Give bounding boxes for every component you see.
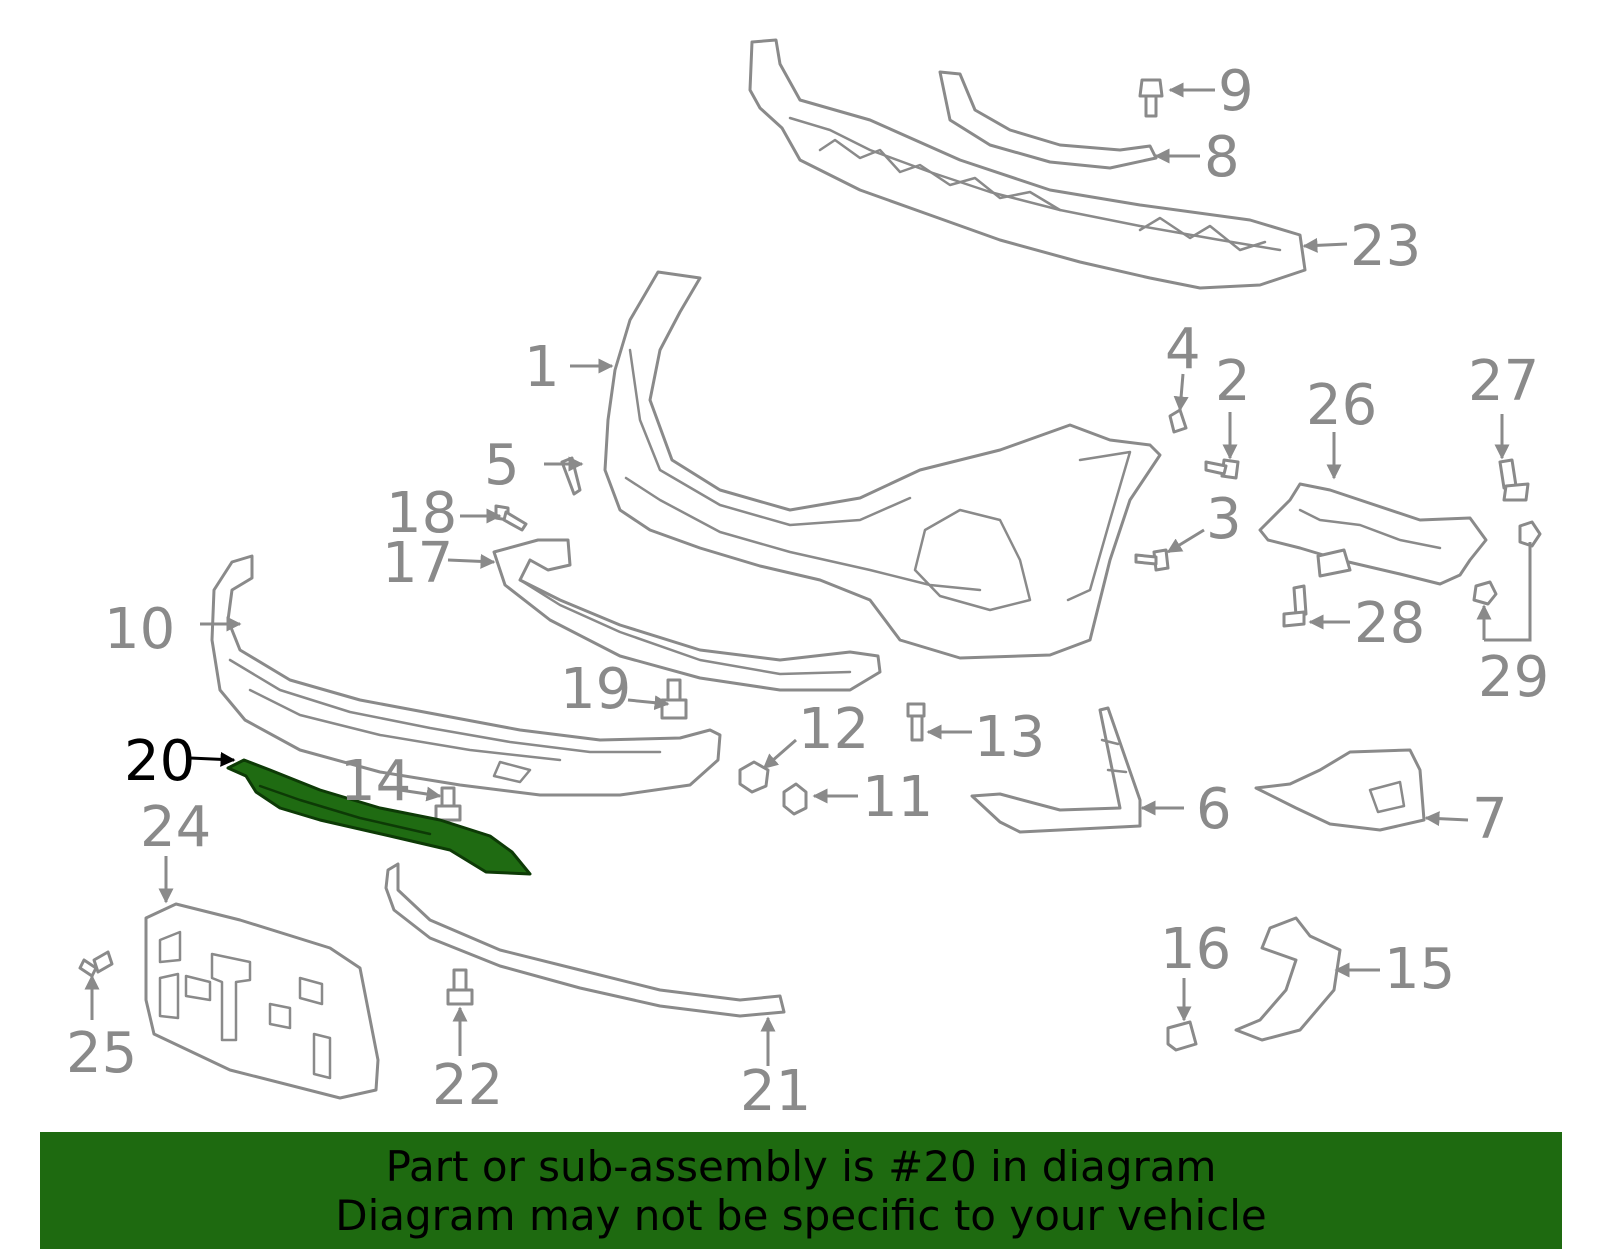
callout-labels: 9 8 23 1 4 2 3 5 18 17 10 19 12 13 11 14…: [66, 59, 1549, 1124]
part-13-bolt: [906, 702, 926, 742]
callout-8: 8: [1204, 125, 1240, 190]
part-25-push-pin: [78, 950, 114, 978]
callout-21: 21: [740, 1059, 811, 1124]
part-21-lower-strip: [384, 862, 786, 1018]
callout-arrows: [84, 82, 1532, 1066]
callout-9: 9: [1218, 59, 1254, 124]
info-banner: Part or sub-assembly is #20 in diagram D…: [40, 1132, 1562, 1249]
part-17-support: [492, 538, 882, 692]
part-28-bolt: [1282, 584, 1308, 628]
callout-11: 11: [862, 765, 933, 830]
callout-22: 22: [432, 1053, 503, 1118]
callout-17: 17: [382, 531, 453, 596]
callout-24: 24: [140, 795, 211, 860]
part-8-upper-strip: [938, 70, 1158, 170]
part-24-license-bracket: [144, 902, 380, 1100]
callout-12: 12: [798, 697, 869, 762]
callout-26: 26: [1306, 373, 1377, 438]
part-1-bumper-cover: [603, 270, 1162, 660]
part-15-bracket: [1234, 916, 1342, 1042]
part-12-nut: [738, 760, 770, 794]
callout-15: 15: [1384, 937, 1455, 1002]
part-7-trim: [1254, 748, 1426, 832]
part-4-clip: [1168, 408, 1188, 434]
banner-line-1: Part or sub-assembly is #20 in diagram: [385, 1142, 1217, 1191]
callout-14: 14: [340, 749, 411, 814]
callout-5: 5: [484, 433, 520, 498]
callout-25: 25: [66, 1021, 137, 1086]
callout-23: 23: [1350, 214, 1421, 279]
part-14-bolt: [434, 786, 462, 822]
callout-10: 10: [104, 597, 175, 662]
callout-4: 4: [1165, 317, 1201, 382]
callout-2: 2: [1215, 349, 1251, 414]
part-19-bolt: [660, 678, 688, 720]
callout-7: 7: [1472, 787, 1508, 852]
banner-line-2: Diagram may not be specific to your vehi…: [335, 1191, 1267, 1240]
callout-1: 1: [524, 335, 560, 400]
part-20-deflector: [226, 758, 532, 876]
part-9-bolt: [1138, 78, 1164, 118]
parts-diagram: 9 8 23 1 4 2 3 5 18 17 10 19 12 13 11 14…: [66, 38, 1549, 1124]
part-23-absorber: [748, 38, 1307, 290]
part-16-clip: [1166, 1020, 1198, 1052]
part-27-bolt: [1498, 458, 1530, 502]
callout-29: 29: [1478, 645, 1549, 710]
callout-16: 16: [1160, 917, 1231, 982]
callout-18: 18: [386, 481, 457, 546]
callout-28: 28: [1354, 591, 1425, 656]
part-11-nut: [782, 782, 808, 816]
part-26-bracket: [1258, 482, 1488, 586]
callout-27: 27: [1468, 349, 1539, 414]
part-18-bolt: [494, 504, 528, 532]
callout-3: 3: [1206, 487, 1242, 552]
callout-19: 19: [560, 657, 631, 722]
part-22-bolt: [446, 968, 474, 1006]
part-29-nuts: [1472, 520, 1542, 606]
callout-20: 20: [124, 729, 195, 794]
callout-13: 13: [974, 705, 1045, 770]
part-3-bolt: [1134, 548, 1170, 572]
part-10-lower-cover: [210, 554, 722, 797]
part-2-bolt: [1204, 458, 1240, 480]
part-6-trim: [970, 706, 1142, 834]
callout-6: 6: [1196, 777, 1232, 842]
